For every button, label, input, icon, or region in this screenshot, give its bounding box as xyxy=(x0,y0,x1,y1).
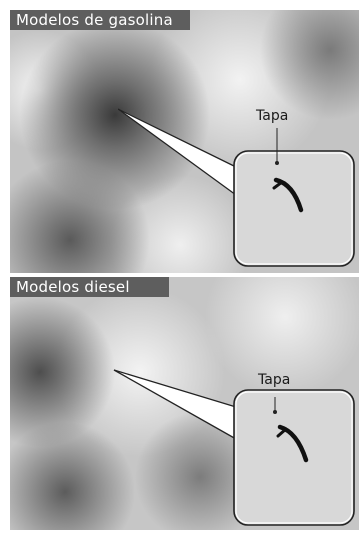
leader-dot xyxy=(275,161,279,165)
gasoline-models-figure: Modelos de gasolina Tapa xyxy=(10,10,359,273)
zoom-inset xyxy=(234,151,354,266)
engine-bay-photo xyxy=(10,277,359,530)
zoom-inset xyxy=(234,390,354,525)
diesel-models-label: Modelos diesel xyxy=(10,277,169,297)
diesel-models-figure: Modelos diesel Tapa xyxy=(10,277,359,530)
gasoline-models-label: Modelos de gasolina xyxy=(10,10,190,30)
leader-dot xyxy=(273,410,277,414)
cap-label-gasoline: Tapa xyxy=(256,108,288,124)
cap-label-diesel: Tapa xyxy=(258,372,290,388)
engine-bay-photo xyxy=(10,10,359,273)
